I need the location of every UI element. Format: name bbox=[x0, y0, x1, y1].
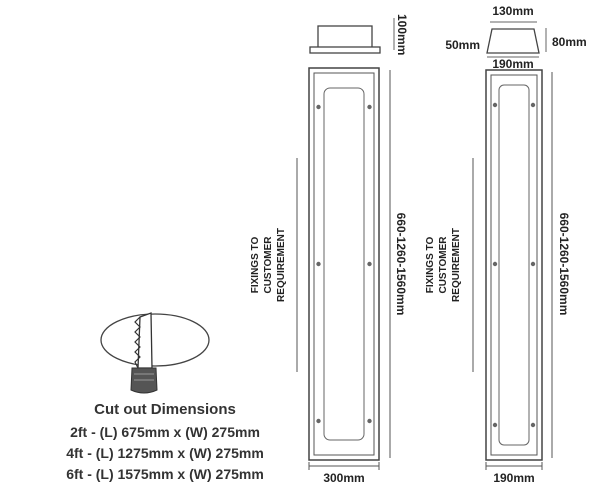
fixing-screw bbox=[367, 261, 372, 267]
cutout-line-6ft: 6ft - (L) 1575mm x (W) 275mm bbox=[66, 466, 264, 482]
right-width-label: 190mm bbox=[493, 471, 534, 485]
left-profile bbox=[309, 25, 381, 54]
saw-cutout-icon bbox=[100, 312, 210, 394]
fixing-screw bbox=[316, 104, 321, 110]
right-length-label: 660-1260-1560mm bbox=[557, 213, 571, 316]
cutout-line-4ft: 4ft - (L) 1275mm x (W) 275mm bbox=[66, 445, 264, 461]
left-length-label: 660-1260-1560mm bbox=[394, 213, 408, 316]
right-fixings-line-1: FIXINGS TO bbox=[425, 237, 436, 294]
right-fitting-body bbox=[485, 69, 543, 461]
right-side-right-label: 80mm bbox=[552, 35, 587, 49]
fixing-screw bbox=[492, 102, 498, 108]
fixing-screw bbox=[367, 418, 372, 424]
right-fixings-line-2: CUSTOMER bbox=[438, 236, 449, 294]
fixing-screw bbox=[316, 261, 321, 267]
right-side-left-label: 50mm bbox=[445, 38, 480, 52]
left-fitting-body bbox=[308, 67, 380, 461]
left-height-label: 100mm bbox=[395, 14, 409, 55]
right-fixings-line-3: REQUIREMENT bbox=[451, 228, 462, 302]
fixing-screw bbox=[492, 422, 498, 428]
right-base-width-label: 190mm bbox=[492, 57, 533, 71]
left-fixings-line-2: CUSTOMER bbox=[263, 236, 274, 294]
cutout-title: Cut out Dimensions bbox=[94, 401, 236, 418]
left-fixings-line-3: REQUIREMENT bbox=[276, 228, 287, 302]
left-fixings-line-1: FIXINGS TO bbox=[250, 237, 261, 294]
right-top-width-label: 130mm bbox=[492, 4, 533, 18]
cutout-line-2ft: 2ft - (L) 675mm x (W) 275mm bbox=[70, 424, 260, 440]
fixing-screw bbox=[367, 104, 372, 110]
right-profile bbox=[486, 28, 540, 54]
fixing-screw bbox=[316, 418, 321, 424]
fixing-screw bbox=[530, 422, 536, 428]
fixing-screw bbox=[530, 102, 536, 108]
fixing-screw bbox=[530, 261, 536, 267]
fixing-screw bbox=[492, 261, 498, 267]
left-width-label: 300mm bbox=[323, 471, 364, 485]
